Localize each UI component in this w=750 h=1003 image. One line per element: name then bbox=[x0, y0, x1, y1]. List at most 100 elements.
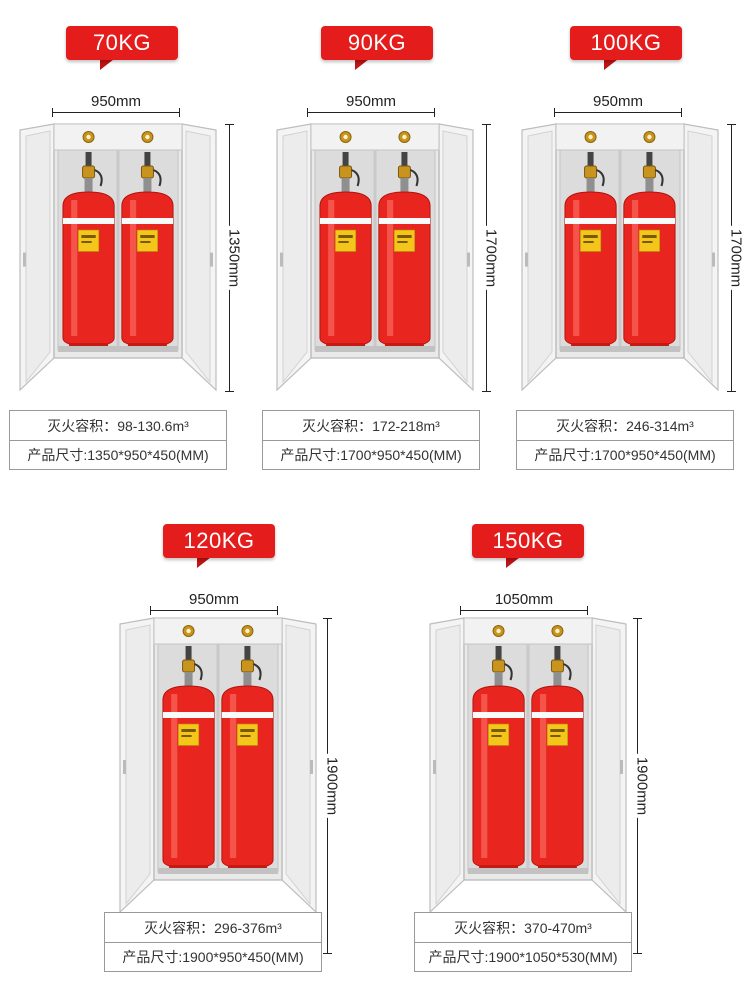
left-door-panel bbox=[282, 130, 308, 384]
valve-hose bbox=[194, 663, 203, 681]
height-dimension: 1700mm bbox=[477, 124, 500, 392]
fire-suppression-cabinet-icon bbox=[275, 122, 475, 394]
fire-suppression-cabinet-icon bbox=[428, 616, 628, 916]
gauge-face bbox=[343, 134, 348, 140]
height-label: 1900mm bbox=[633, 753, 651, 819]
product-card-90kg: 90KG 950mm 1700mm 灭火容积：172-218m³ 产品尺寸:17… bbox=[255, 0, 505, 480]
size-row: 产品尺寸:1700*950*450(MM) bbox=[517, 440, 733, 469]
height-label: 1900mm bbox=[323, 753, 341, 819]
width-dimension: 950mm bbox=[52, 93, 180, 117]
right-door-handle bbox=[310, 760, 313, 774]
gas-cylinder-icon bbox=[623, 191, 676, 347]
gauge-face bbox=[496, 628, 501, 634]
cylinder-label-line bbox=[181, 735, 192, 737]
cabinet-header bbox=[463, 617, 593, 645]
cylinder-band bbox=[378, 218, 431, 224]
valve-neck bbox=[341, 178, 350, 196]
width-dimension-line bbox=[150, 606, 278, 615]
left-door-handle bbox=[525, 252, 528, 267]
cylinder-label-line bbox=[550, 729, 565, 732]
valve-stem bbox=[554, 646, 561, 664]
valve-body bbox=[584, 165, 598, 179]
cylinder-label-line bbox=[240, 729, 255, 732]
valve-stem bbox=[401, 152, 408, 170]
valve-hose bbox=[410, 169, 419, 187]
cylinder-label-line bbox=[397, 235, 412, 238]
cabinet-header bbox=[555, 123, 685, 151]
right-door-panel bbox=[687, 130, 713, 384]
cylinder-label-line bbox=[491, 735, 502, 737]
cylinder-band bbox=[564, 218, 617, 224]
width-label: 950mm bbox=[592, 93, 644, 110]
product-card-70kg: 70KG 950mm 1350mm 灭火容积：98-130.6m³ 产品尺寸:1… bbox=[0, 0, 250, 480]
cabinet-floor bbox=[315, 346, 435, 352]
cabinet-floor bbox=[58, 346, 178, 352]
cylinder-highlight bbox=[130, 200, 137, 336]
valve-hose bbox=[351, 169, 360, 187]
weight-badge: 150KG bbox=[472, 524, 584, 568]
cylinder-label-line bbox=[338, 241, 349, 243]
width-dimension: 1050mm bbox=[460, 591, 588, 615]
valve-hose bbox=[563, 663, 572, 681]
cylinder-label-line bbox=[140, 241, 151, 243]
weight-label: 150KG bbox=[472, 524, 584, 558]
valve-neck bbox=[586, 178, 595, 196]
gas-cylinder-icon bbox=[62, 191, 115, 347]
spec-table: 灭火容积：246-314m³ 产品尺寸:1700*950*450(MM) bbox=[516, 410, 734, 470]
valve-stem bbox=[85, 152, 92, 170]
valve-hose bbox=[94, 169, 103, 187]
valve-body bbox=[240, 659, 254, 673]
valve-stem bbox=[244, 646, 251, 664]
width-dimension: 950mm bbox=[307, 93, 435, 117]
volume-row: 灭火容积：296-376m³ bbox=[144, 919, 282, 936]
cylinder-highlight bbox=[632, 200, 639, 336]
right-door-handle bbox=[210, 252, 213, 267]
right-door-panel bbox=[595, 624, 621, 906]
left-door-handle bbox=[123, 760, 126, 774]
cylinder-highlight bbox=[387, 200, 394, 336]
cylinder-label-line bbox=[397, 241, 408, 243]
valve-hose bbox=[504, 663, 513, 681]
volume-row: 灭火容积：98-130.6m³ bbox=[47, 417, 189, 434]
cabinet-floor bbox=[560, 346, 680, 352]
height-label: 1700mm bbox=[482, 225, 500, 291]
right-door-panel bbox=[285, 624, 311, 906]
valve-stem bbox=[185, 646, 192, 664]
valve-body bbox=[492, 659, 506, 673]
valve-neck bbox=[143, 178, 152, 196]
gauge-face bbox=[402, 134, 407, 140]
right-door-panel bbox=[185, 130, 211, 384]
cylinder-label bbox=[78, 229, 100, 252]
cylinder-label bbox=[393, 229, 415, 252]
valve-hose bbox=[253, 663, 262, 681]
height-dimension: 1900mm bbox=[318, 618, 341, 954]
cylinder-highlight bbox=[71, 200, 78, 336]
right-door-panel bbox=[442, 130, 468, 384]
volume-row: 灭火容积：172-218m³ bbox=[302, 417, 440, 434]
cylinder-band bbox=[221, 712, 274, 718]
valve-neck bbox=[84, 178, 93, 196]
valve-stem bbox=[342, 152, 349, 170]
gauge-face bbox=[555, 628, 560, 634]
weight-badge: 120KG bbox=[163, 524, 275, 568]
cylinder-highlight bbox=[230, 694, 237, 858]
height-dimension: 1900mm bbox=[628, 618, 651, 954]
width-dimension-line bbox=[460, 606, 588, 615]
weight-label: 120KG bbox=[163, 524, 275, 558]
height-dimension: 1350mm bbox=[220, 124, 243, 392]
left-door-panel bbox=[435, 624, 461, 906]
cylinder-band bbox=[531, 712, 584, 718]
valve-neck bbox=[553, 672, 562, 690]
cabinet-divider bbox=[618, 150, 622, 350]
fire-suppression-cabinet-icon bbox=[520, 122, 720, 394]
width-dimension-line bbox=[52, 108, 180, 117]
width-label: 950mm bbox=[90, 93, 142, 110]
gauge-face bbox=[86, 134, 91, 140]
cylinder-band bbox=[623, 218, 676, 224]
width-dimension-line bbox=[554, 108, 682, 117]
product-card-120kg: 120KG 950mm 1900mm 灭火容积：296-376m³ 产品尺寸:1… bbox=[100, 498, 350, 978]
cylinder-label-line bbox=[642, 235, 657, 238]
gauge-face bbox=[186, 628, 191, 634]
cylinder-highlight bbox=[171, 694, 178, 858]
cylinder-label-line bbox=[81, 241, 92, 243]
